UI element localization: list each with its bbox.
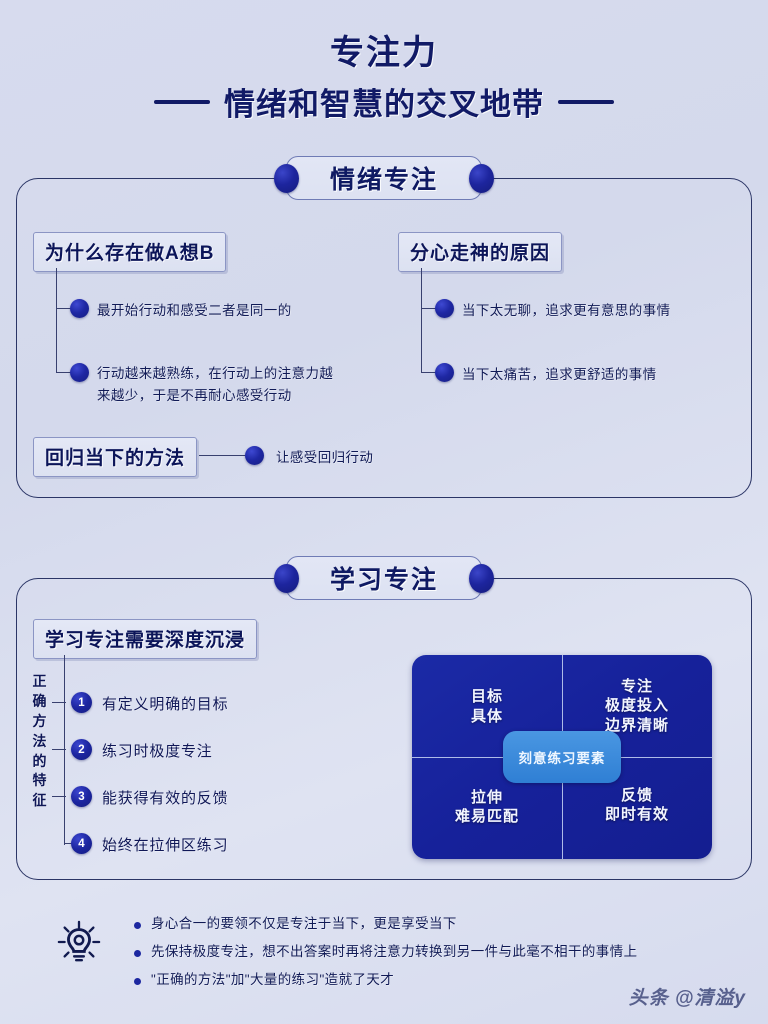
section-badge-emotional-focus: 情绪专注 — [274, 156, 494, 200]
header-box-label: 学习专注需要深度沉浸 — [45, 630, 246, 651]
badge-dot-right-icon — [469, 163, 494, 193]
quadrant-line: 拉伸 — [470, 788, 503, 806]
deliberate-practice-quadrant: 目标 具体 专注 极度投入 边界清晰 拉伸 难易匹配 反馈 即时有效 刻意练习要… — [412, 655, 712, 859]
quadrant-line: 目标 — [470, 688, 503, 706]
connector-horizontal — [421, 372, 437, 374]
list-number-badge: 4 — [71, 833, 92, 854]
watermark: 头条 @清溢y — [628, 988, 746, 1009]
list-item-label: 能获得有效的反馈 — [102, 790, 229, 807]
quadrant-line: 反馈 — [620, 786, 653, 804]
tip-item: 身心合一的要领不仅是专注于当下，更是享受当下 — [134, 915, 457, 933]
quadrant-line: 极度投入 — [604, 697, 669, 715]
title-subtitle: 情绪和智慧的交叉地带 — [224, 87, 544, 123]
bullet-text: 当下太无聊，追求更有意思的事情 — [462, 303, 671, 318]
bullet-text: 当下太痛苦，追求更舒适的事情 — [462, 367, 657, 382]
quadrant-bottom-left: 拉伸 难易匹配 — [412, 761, 562, 853]
quadrant-line: 边界清晰 — [604, 716, 669, 734]
bullet-dot-icon — [435, 363, 454, 382]
quadrant-line: 即时有效 — [604, 806, 669, 824]
title-main: 专注力 — [330, 34, 438, 72]
connector-horizontal — [52, 749, 66, 751]
bullet-dot-icon — [70, 363, 89, 382]
header-box-return-to-present: 回归当下的方法 — [33, 437, 198, 477]
header-box-deep-immersion: 学习专注需要深度沉浸 — [33, 619, 258, 659]
vertical-label-correct-method: 正确方法的特征 — [32, 673, 47, 809]
list-item-label: 有定义明确的目标 — [102, 696, 229, 713]
tip-text: 先保持极度专注，想不出答案时再将注意力转换到另一件与此毫不相干的事情上 — [151, 944, 638, 959]
list-number-badge: 2 — [71, 739, 92, 760]
connector-vertical — [56, 268, 58, 373]
list-number-badge: 1 — [71, 692, 92, 713]
bullet-text: 最开始行动和感受二者是同一的 — [97, 303, 292, 318]
tip-text: 身心合一的要领不仅是专注于当下，更是享受当下 — [151, 916, 457, 931]
tip-text: "正确的方法"加"大量的练习"造就了天才 — [151, 972, 395, 987]
connector-horizontal — [421, 308, 437, 310]
connector-horizontal — [52, 796, 66, 798]
connector-vertical — [421, 268, 423, 373]
header-box-causes-of-distraction: 分心走神的原因 — [398, 232, 563, 272]
badge-dot-left-icon — [274, 163, 299, 193]
badge-dot-right-icon — [469, 563, 494, 593]
section-badge-label: 情绪专注 — [329, 166, 438, 194]
section-badge-study-focus: 学习专注 — [274, 556, 494, 600]
bullet-dot-icon — [245, 446, 264, 465]
tip-bullet-icon — [134, 950, 141, 957]
lightbulb-icon — [57, 920, 101, 962]
quadrant-top-right: 专注 极度投入 边界清晰 — [562, 657, 712, 755]
connector-horizontal — [199, 455, 247, 457]
tip-bullet-icon — [134, 922, 141, 929]
connector-horizontal — [56, 308, 72, 310]
connector-horizontal — [52, 702, 66, 704]
tip-item: 先保持极度专注，想不出答案时再将注意力转换到另一件与此毫不相干的事情上 — [134, 943, 638, 961]
header-box-label: 分心走神的原因 — [410, 243, 551, 264]
list-number-badge: 3 — [71, 786, 92, 807]
title-rule-left — [154, 99, 210, 104]
header-box-why-do-a-think-b: 为什么存在做A想B — [33, 232, 227, 272]
list-item-label: 练习时极度专注 — [102, 743, 213, 760]
tip-bullet-icon — [134, 978, 141, 985]
quadrant-center-label: 刻意练习要素 — [503, 731, 621, 783]
bullet-dot-icon — [435, 299, 454, 318]
quadrant-bottom-right: 反馈 即时有效 — [562, 759, 712, 851]
page-title: 专注力 情绪和智慧的交叉地带 — [0, 0, 768, 124]
quadrant-line: 专注 — [620, 677, 653, 695]
quadrant-top-left: 目标 具体 — [412, 661, 562, 753]
title-subtitle-row: 情绪和智慧的交叉地带 — [0, 79, 768, 124]
badge-dot-left-icon — [274, 563, 299, 593]
quadrant-line: 具体 — [470, 707, 503, 725]
bullet-dot-icon — [70, 299, 89, 318]
connector-horizontal — [56, 372, 72, 374]
list-item-label: 始终在拉伸区练习 — [102, 837, 229, 854]
bullet-text: 行动越来越熟练，在行动上的注意力越 来越少，于是不再耐心感受行动 — [97, 366, 334, 403]
header-box-label: 回归当下的方法 — [45, 448, 186, 469]
quadrant-line: 难易匹配 — [454, 808, 519, 826]
header-box-label: 为什么存在做A想B — [45, 243, 215, 264]
title-rule-right — [558, 99, 614, 104]
tip-item: "正确的方法"加"大量的练习"造就了天才 — [134, 971, 394, 989]
section-badge-label: 学习专注 — [329, 566, 438, 594]
bullet-text: 让感受回归行动 — [276, 450, 374, 465]
